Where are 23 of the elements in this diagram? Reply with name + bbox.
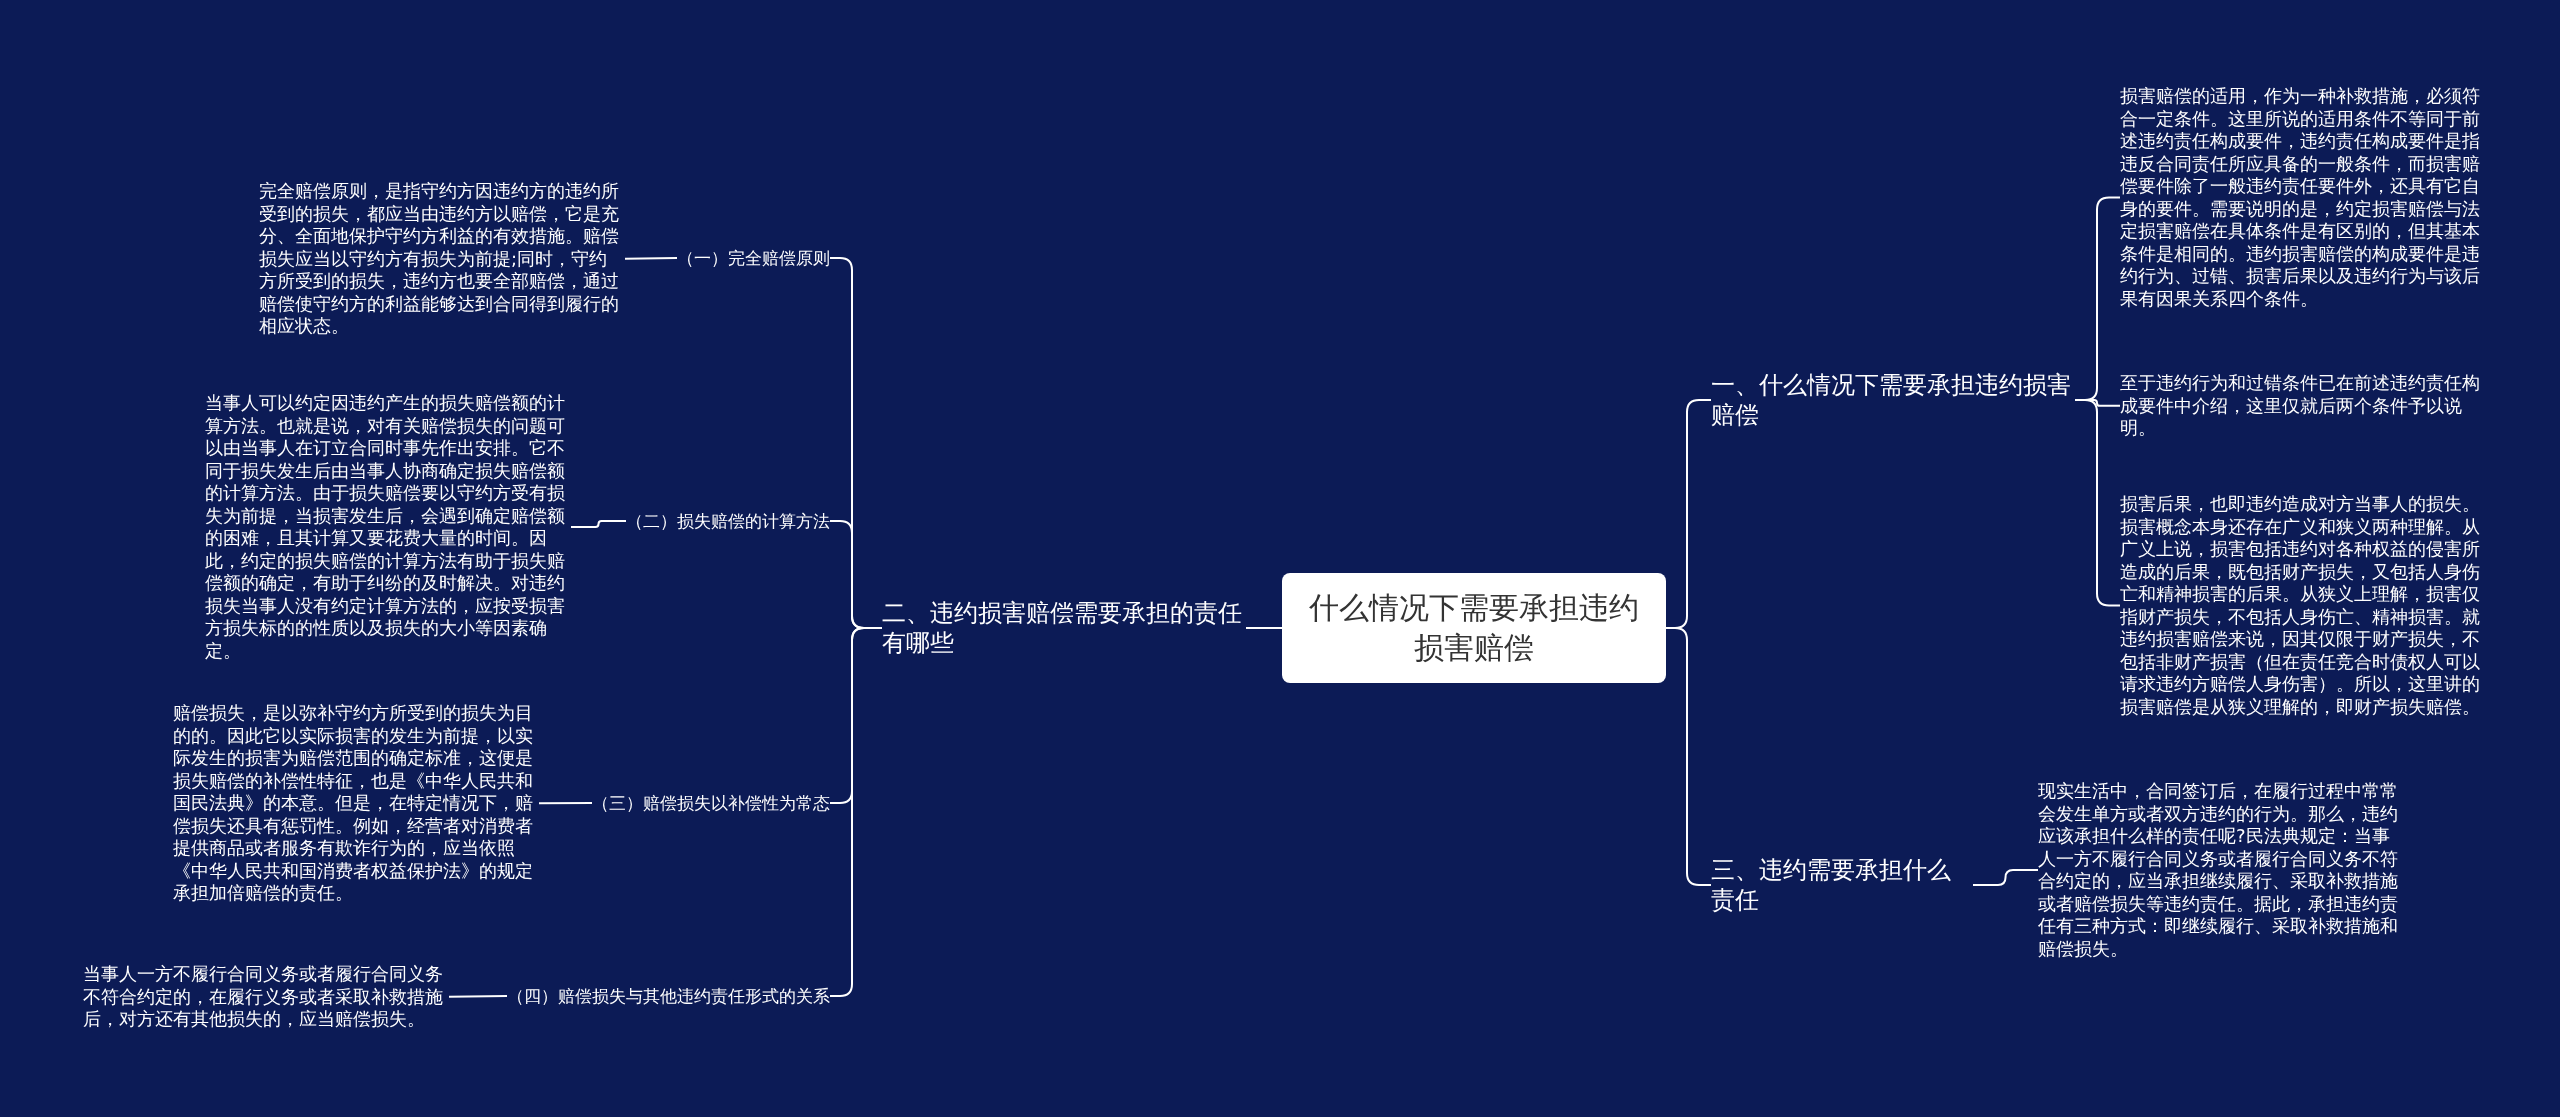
branch-topic: 三、违约需要承担什么责任 [1711,855,1973,915]
connector-line [538,802,593,805]
detail-text: 完全赔偿原则，是指守约方因违约方的违约所受到的损失，都应当由违约方以赔偿，它是充分、全面地保护守约方利益的有效措施。赔偿损失应当以守约方有损失为前提;同时，守约方所受到的损失，违约方也要全部赔偿，通过赔偿使守约方的利益能够达到合同得到履行的相应状态。 [259,180,625,338]
detail-text: 损害赔偿的适用，作为一种补救措施，必须符合一定条件。这里所说的适用条件不等同于前述违约责任构成要件，违约责任构成要件是指违反合同责任所应具备的一般条件，而损害赔偿要件除了一般违约责任要件外，还具有它自身的要件。需要说明的是，约定损害赔偿与法定损害赔偿在具体条件是有区别的，但其基本条件是相同的。违约损害赔偿的构成要件是违约行为、过错、损害后果以及违约行为与该后果有因果关系四个条件。 [2120,85,2486,310]
connector-line [1972,869,2039,886]
connector-line [1245,627,1283,629]
connector-line [570,520,627,528]
connector-line [624,257,678,260]
branch-topic: 二、违约损害赔偿需要承担的责任有哪些 [882,598,1246,658]
central-topic-box: 什么情况下需要承担违约损害赔偿 [1282,573,1666,683]
detail-text: 当事人可以约定因违约产生的损失赔偿额的计算方法。也就是说，对有关赔偿损失的问题可以由当事人在订立合同时事先作出安排。它不同于损失发生后由当事人协商确定损失赔偿额的计算方法。由于损失赔偿要以守约方受有损失为前提，当损害发生后，会遇到确定赔偿额的困难，且其计算又要花费大量的时间。因此，约定的损失赔偿的计算方法有助于损失赔偿额的确定，有助于纠纷的及时解决。对违约损失当事人没有约定计算方法的，应按受损害方损失标的的性质以及损失的大小等因素确定。 [205,392,571,662]
subtopic-label: （二）损失赔偿的计算方法 [626,509,830,533]
connector-line [448,995,508,998]
subtopic-label: （四）赔偿损失与其他违约责任形式的关系 [507,984,830,1008]
subtopic-label: （一）完全赔偿原则 [677,246,830,270]
detail-text: 至于违约行为和过错条件已在前述违约责任构成要件中介绍，这里仅就后两个条件予以说明。 [2120,372,2486,440]
detail-text: 当事人一方不履行合同义务或者履行合同义务不符合约定的，在履行义务或者采取补救措施后，对方还有其他损失的，应当赔偿损失。 [83,963,449,1031]
connector-line [1665,627,1712,886]
detail-text: 现实生活中，合同签订后，在履行过程中常常会发生单方或者双方违约的行为。那么，违约应该承担什么样的责任呢?民法典规定：当事人一方不履行合同义务或者履行合同义务不符合约定的，应当承担继续履行、采取补救措施或者赔偿损失等违约责任。据此，承担违约责任有三种方式：即继续履行、采取补救措施和赔偿损失。 [2038,780,2404,960]
subtopic-label: （三）赔偿损失以补偿性为常态 [592,791,830,815]
detail-text: 损害后果，也即违约造成对方当事人的损失。损害概念本身还存在广义和狭义两种理解。从广义上说，损害包括违约对各种权益的侵害所造成的后果，既包括财产损失，又包括人身伤亡和精神损害的后果。从狭义上理解，损害仅指财产损失，不包括人身伤亡、精神损害。就违约损害赔偿来说，因其仅限于财产损失，不包括非财产损害（但在责任竞合时债权人可以请求违约方赔偿人身伤害）。所以，这里讲的损害赔偿是从狭义理解的，即财产损失赔偿。 [2120,493,2486,718]
detail-text: 赔偿损失，是以弥补守约方所受到的损失为目的的。因此它以实际损害的发生为前提，以实际发生的损害为赔偿范围的确定标准，这便是损失赔偿的补偿性特征，也是《中华人民共和国民法典》的本意。但是，在特定情况下，赔偿损失还具有惩罚性。例如，经营者对消费者提供商品或者服务有欺诈行为的，应当依照《中华人民共和国消费者权益保护法》的规定承担加倍赔偿的责任。 [173,702,539,905]
branch-topic: 一、什么情况下需要承担违约损害赔偿 [1711,370,2075,430]
